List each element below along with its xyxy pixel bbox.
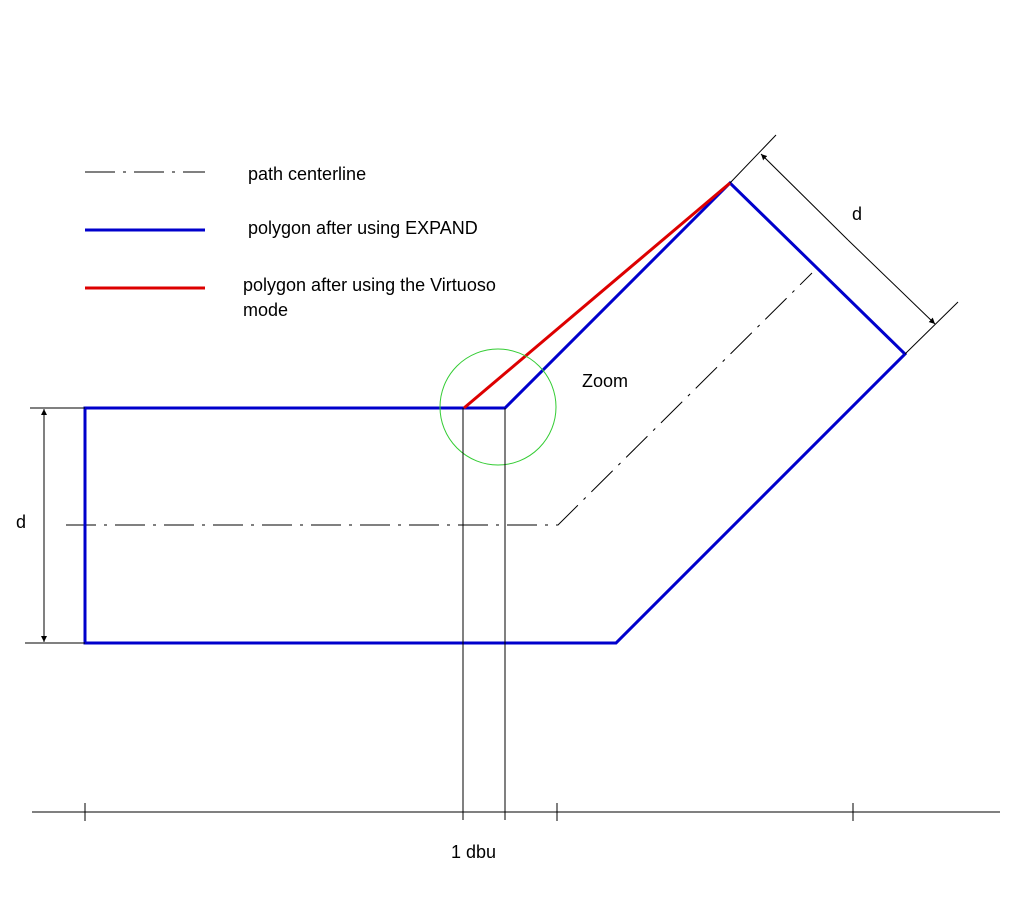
dbu-label: 1 dbu (451, 842, 496, 862)
diag-extension-line-bottom (904, 301, 959, 355)
bottom-ruler: 1 dbu (32, 803, 1000, 862)
virtuoso-edge (463, 181, 731, 410)
legend-centerline-label: path centerline (248, 164, 366, 184)
expand-polygon (83, 180, 908, 645)
diag-dimension-arrow-up (760, 153, 849, 241)
left-width-dimension: d (16, 407, 85, 644)
diag-extension-line-top (729, 134, 777, 184)
legend-virtuoso-label-line2: mode (243, 300, 288, 320)
path-centerline (66, 272, 813, 526)
zoom-circle (439, 348, 557, 466)
diag-dimension-arrow-down (847, 239, 936, 325)
legend-virtuoso-label-line1: polygon after using the Virtuoso (243, 275, 496, 295)
left-width-label: d (16, 512, 26, 532)
legend-expand-label: polygon after using EXPAND (248, 218, 478, 238)
diagonal-width-label: d (852, 204, 862, 224)
legend: path centerline polygon after using EXPA… (85, 164, 496, 320)
diagonal-width-dimension: d (729, 134, 959, 355)
zoom-label: Zoom (582, 371, 628, 391)
